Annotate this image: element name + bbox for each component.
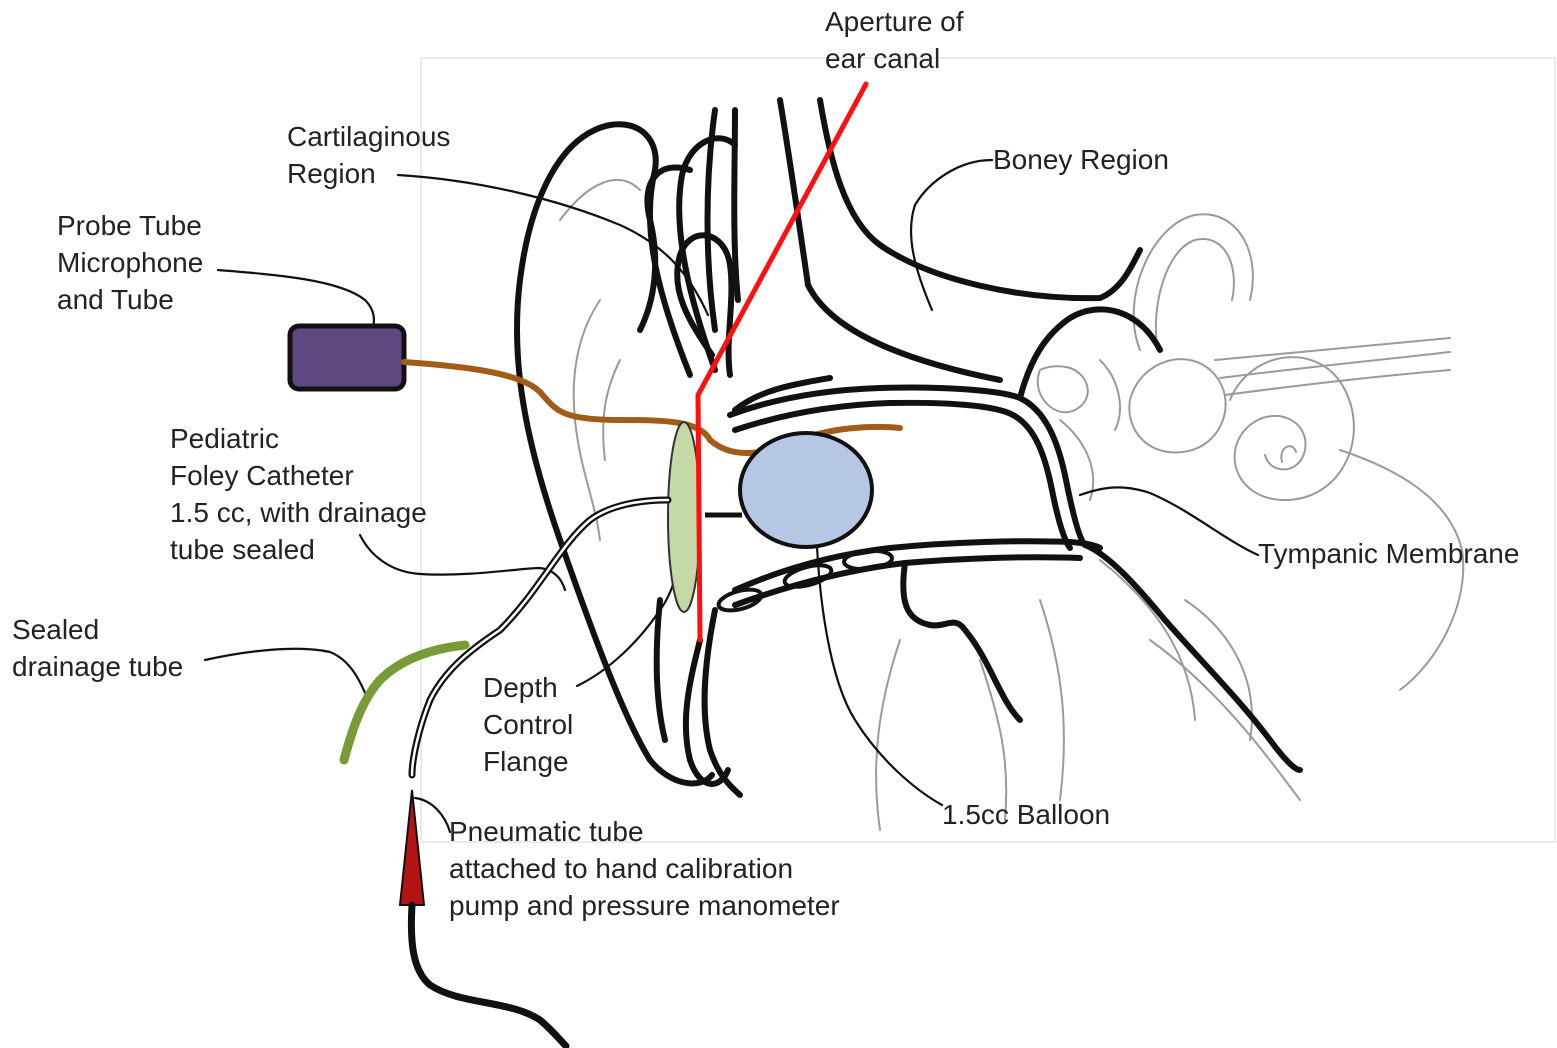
label-line: ear canal [825, 40, 964, 77]
canal-lower-outer [735, 541, 1100, 590]
label-sealed: Sealed drainage tube [12, 611, 183, 685]
sealed-drainage-tube [344, 645, 465, 760]
tragus-wall-1 [708, 110, 716, 330]
label-line: Pediatric [170, 420, 427, 457]
lower-concha-2 [705, 610, 740, 795]
label-pneumatic: Pneumatic tube attached to hand calibrat… [449, 813, 840, 924]
label-line: Probe Tube [57, 207, 203, 244]
tympanic-edge [1085, 545, 1300, 770]
label-cartilaginous: Cartilaginous Region [287, 118, 450, 192]
label-line: tube sealed [170, 531, 427, 568]
label-line: Foley Catheter [170, 457, 427, 494]
auricle-ridge-2 [603, 360, 620, 460]
vestibule [1129, 359, 1225, 452]
label-line: drainage tube [12, 648, 183, 685]
label-balloon: 1.5cc Balloon [942, 796, 1110, 833]
middle-ear-roof [1020, 309, 1160, 398]
label-line: Microphone [57, 244, 203, 281]
label-tympanic: Tympanic Membrane [1258, 535, 1519, 572]
label-line: Depth [483, 669, 573, 706]
leader-depth [577, 540, 684, 686]
label-line: Aperture of [825, 3, 964, 40]
pneumatic-tube [411, 905, 566, 1046]
label-line: Flange [483, 743, 573, 780]
label-line: Boney Region [993, 141, 1169, 178]
canal-bone-ellipse [716, 586, 763, 615]
label-line: Control [483, 706, 573, 743]
ear-outline [517, 100, 1300, 795]
canal-bone-ellipse [782, 561, 833, 591]
label-line: and Tube [57, 281, 203, 318]
probe-microphone-box [290, 326, 404, 389]
label-line: pump and pressure manometer [449, 887, 840, 924]
label-boney: Boney Region [993, 141, 1169, 178]
tragus-wall-3 [780, 100, 808, 285]
label-line: Pneumatic tube [449, 813, 840, 850]
label-probe: Probe Tube Microphone and Tube [57, 207, 203, 318]
canal-floor [903, 563, 1020, 720]
label-line: Cartilaginous [287, 118, 450, 155]
tragus-wall-4 [820, 100, 1140, 298]
leader-sealed [205, 649, 368, 700]
label-depth: Depth Control Flange [483, 669, 573, 780]
label-line: 1.5cc Balloon [942, 796, 1110, 833]
label-foley: Pediatric Foley Catheter 1.5 cc, with dr… [170, 420, 427, 568]
skull-outline-3 [1040, 600, 1064, 800]
cochlea-outer [1230, 357, 1354, 500]
skull-outline-6 [1150, 640, 1300, 800]
semicircular-canal-2 [1156, 239, 1234, 350]
label-line: Region [287, 155, 450, 192]
auricle-ridge-3 [560, 180, 640, 220]
depth-control-flange [668, 422, 700, 612]
cochlea-inner [1281, 446, 1296, 462]
label-line: Tympanic Membrane [1258, 535, 1519, 572]
label-aperture: Aperture of ear canal [825, 3, 964, 77]
skull-outline-4 [876, 640, 900, 830]
tragus-wall-2 [734, 110, 738, 300]
ossicle-1 [1038, 366, 1088, 412]
label-line: attached to hand calibration [449, 850, 840, 887]
background-panel [421, 58, 1555, 842]
semicircular-canal-1 [1134, 214, 1253, 350]
leader-tympanic [1080, 487, 1258, 555]
label-line: 1.5 cc, with drainage [170, 494, 427, 531]
boney-upper [808, 285, 1000, 380]
balloon [740, 433, 872, 547]
lobule [657, 600, 665, 740]
label-line: Sealed [12, 611, 183, 648]
ossicle-3 [1100, 360, 1120, 430]
